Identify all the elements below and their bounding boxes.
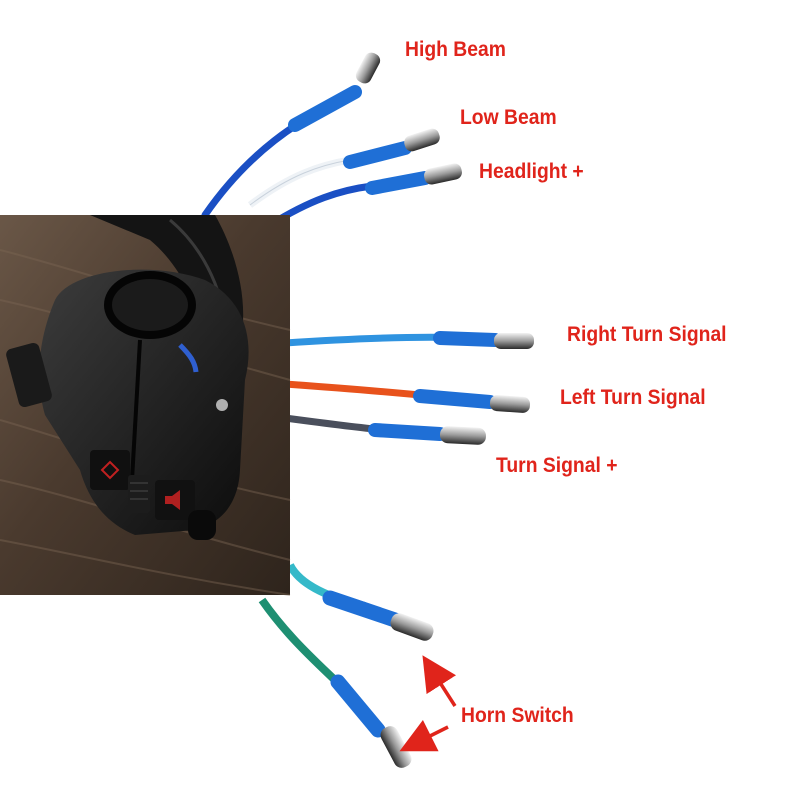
- label-right-turn-signal: Right Turn Signal: [567, 323, 727, 346]
- turn-signal-button: [90, 450, 130, 490]
- horn-wire-green: [258, 597, 348, 693]
- right-turn-signal-tape: [433, 331, 502, 347]
- turn-signal-wire-group: [284, 331, 502, 441]
- label-left-turn-signal: Left Turn Signal: [560, 386, 706, 409]
- horn-lower-tape: [330, 674, 386, 738]
- low-beam-tape: [343, 141, 412, 169]
- left-turn-signal-tape: [413, 389, 497, 409]
- headlight-wire-group: [201, 85, 432, 228]
- bullet-connector-icon: [439, 333, 534, 445]
- label-low-beam: Low Beam: [460, 106, 557, 129]
- label-horn-switch: Horn Switch: [461, 704, 574, 727]
- label-headlight-plus: Headlight +: [479, 160, 584, 183]
- high-beam-tape: [288, 85, 362, 132]
- low-beam-wire: [247, 156, 351, 208]
- arrow-icon: [399, 655, 457, 752]
- bullet-connector-icon: [355, 52, 462, 185]
- pass-button: [188, 510, 216, 540]
- side-lever: [6, 342, 52, 408]
- light-switch: [128, 475, 150, 513]
- horn-upper-tape: [322, 590, 403, 628]
- bullet-connector-icon: [380, 613, 434, 768]
- switch-photo-inset: [0, 215, 291, 596]
- horn-wire-group: [258, 562, 403, 738]
- turn-signal-plus-tape: [368, 423, 447, 441]
- left-turn-signal-wire: [284, 380, 431, 400]
- label-high-beam: High Beam: [405, 38, 506, 61]
- label-turn-signal-plus: Turn Signal +: [496, 454, 618, 477]
- headlight-plus-tape: [365, 171, 432, 195]
